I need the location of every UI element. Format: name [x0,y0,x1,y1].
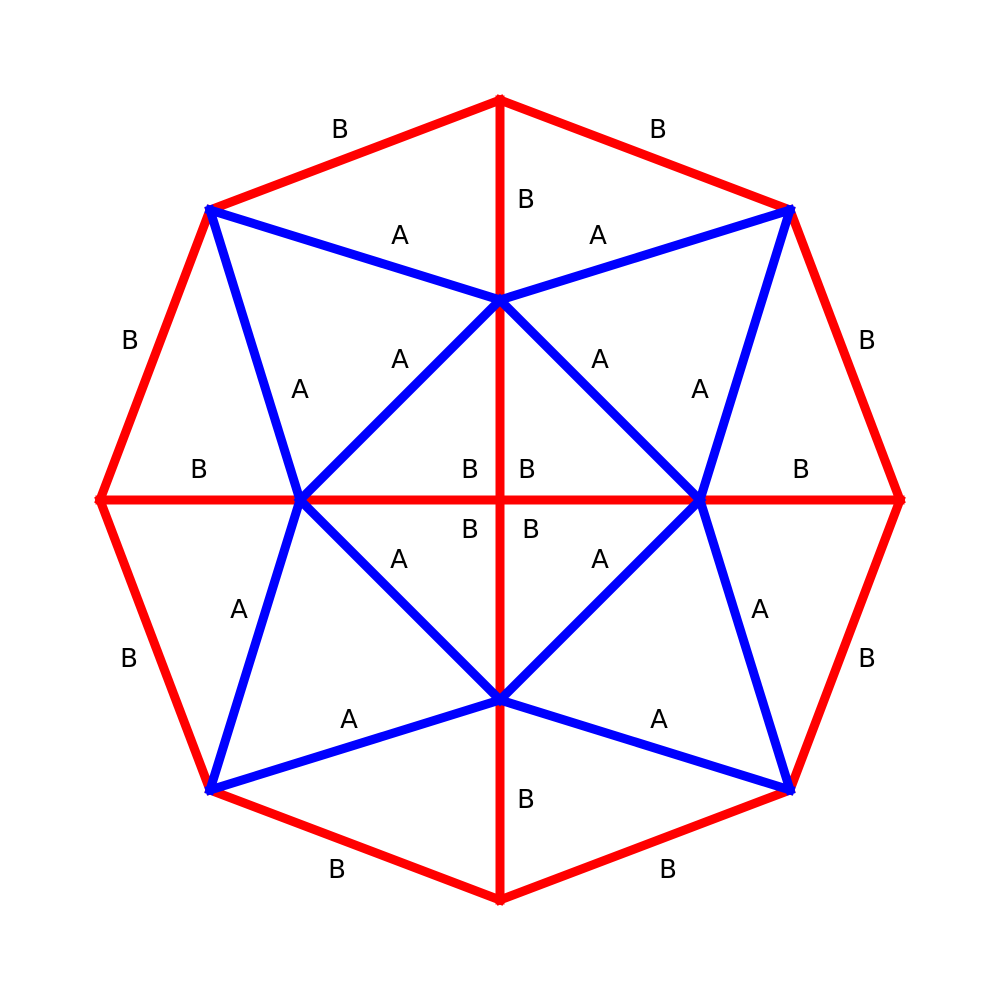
octagon-edge-bottom-right-label: B [659,855,677,885]
red-edge-layer [94,94,906,906]
vertical-spoke-lower-inner-label-3: B [461,515,479,545]
diamond-edge-1-label: A [591,345,609,375]
octagon-edge-upper-left-label: B [121,326,139,356]
vertical-spoke-upper-inner-label-2: B [518,455,536,485]
star-edge-4 [694,494,796,796]
diamond-edge-1 [493,293,707,507]
star-edge-2-label: A [589,221,607,251]
vertical-spoke-upper-inner-label-1: B [461,455,479,485]
vertical-spoke-lower-inner-label-4: B [522,515,540,545]
diamond-edge-4-label: A [391,345,409,375]
star-edge-5-label: A [650,705,668,735]
octagon-edge-upper-right-label: B [858,326,876,356]
octagon-edge-upper-right [784,204,906,506]
horizontal-spoke-right-label: B [792,455,810,485]
star-edge-8 [204,204,306,506]
star-edge-7 [204,494,306,796]
star-edge-4-label: A [751,595,769,625]
octagon-edge-lower-right-label: B [858,644,876,674]
octagon-edge-bottom-left [204,784,506,906]
star-edge-6-label: A [340,705,358,735]
star-edge-3-label: A [691,375,709,405]
star-edge-5 [494,694,796,796]
octagon-edge-lower-right [784,494,906,796]
star-edge-8-label: A [291,375,309,405]
diamond-edge-3-label: A [390,545,408,575]
octagon-edge-bottom-right [494,784,796,906]
diamond-edge-2-label: A [591,545,609,575]
star-edge-3 [694,204,796,506]
octagon-edge-lower-left [94,494,216,796]
diamond-edge-4 [293,293,507,507]
diamond-edge-2 [493,493,707,707]
blue-edge-layer [204,204,796,796]
vertical-spoke-top-label: B [517,185,535,215]
octagon-edge-bottom-left-label: B [328,855,346,885]
star-edge-1-label: A [391,221,409,251]
star-edge-6 [204,694,506,796]
octagon-edge-top-right [494,94,796,216]
diamond-edge-3 [293,493,507,707]
horizontal-spoke-left-label: B [190,455,208,485]
octagon-edge-top-left-label: B [331,115,349,145]
star-edge-2 [494,204,796,306]
star-edge-1 [204,204,506,306]
octagon-edge-top-left [204,94,506,216]
octagon-edge-top-right-label: B [649,115,667,145]
octagon-edge-lower-left-label: B [120,644,138,674]
star-edge-7-label: A [230,595,248,625]
octagon-edge-upper-left [94,204,216,506]
vertical-spoke-bottom-label: B [517,785,535,815]
